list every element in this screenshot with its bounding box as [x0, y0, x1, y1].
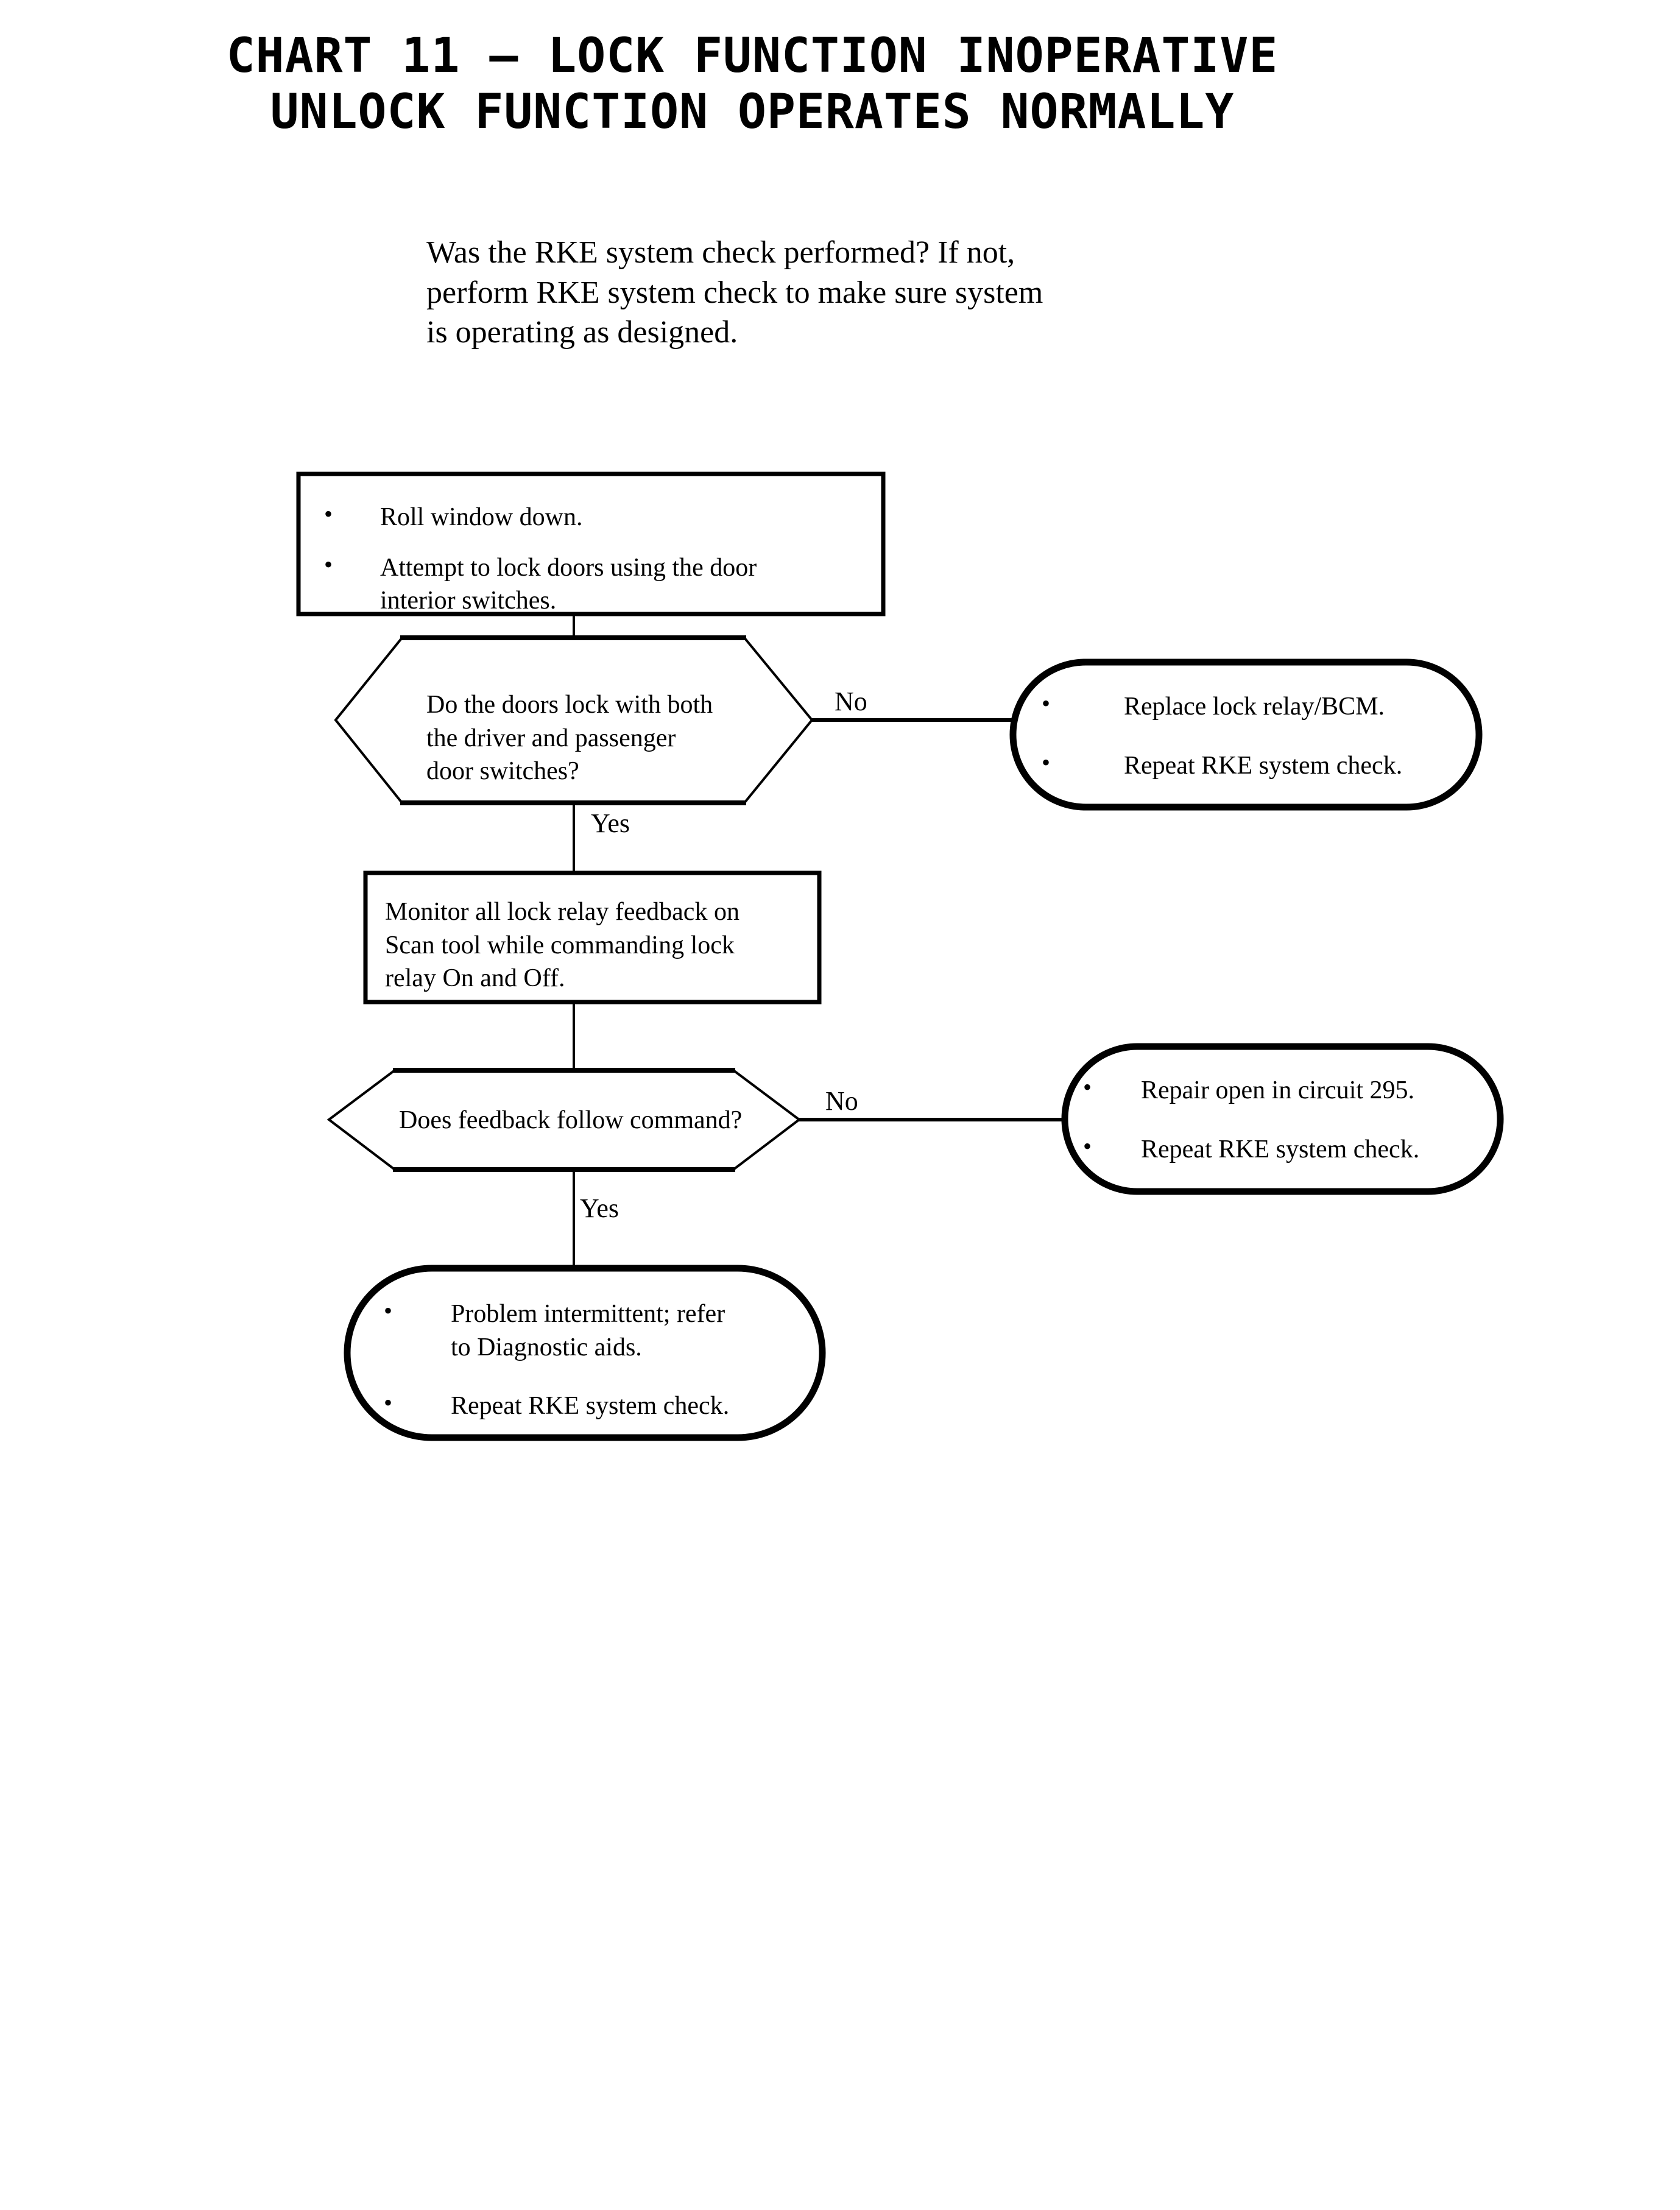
list-item: • Attempt to lock doors using the door i… [324, 551, 872, 618]
decision-hex-1: Do the doors lock with both the driver a… [426, 688, 804, 788]
list-item: • Repeat RKE system check. [1083, 1132, 1497, 1167]
intro-line-3: is operating as designed. [426, 315, 738, 350]
bullet-icon: • [1083, 1073, 1092, 1101]
process-line-2: Scan tool while commanding lock [385, 931, 735, 959]
process-box-1: • Roll window down. • Attempt to lock do… [324, 500, 872, 618]
decision-line-1: Does feedback follow command? [399, 1106, 743, 1134]
list-item-line: Replace lock relay/BCM. [1124, 693, 1385, 721]
edge-label-no-2: No [825, 1086, 858, 1116]
decision-line-1: Do the doors lock with both [426, 691, 713, 719]
terminator-3-shape [344, 1265, 826, 1441]
terminator-1-shape [1009, 658, 1483, 811]
bullet-icon: • [1042, 690, 1051, 717]
bullet-icon: • [324, 550, 333, 578]
process-box-2-shape [363, 870, 822, 1004]
list-item: • Roll window down. [324, 500, 872, 534]
process-line-1: Monitor all lock relay feedback on [385, 898, 739, 926]
list-item: • Problem intermittent; refer to Diagnos… [384, 1297, 810, 1364]
list-item-line: Problem intermittent; refer [451, 1300, 725, 1328]
list-item-line: Repeat RKE system check. [1141, 1135, 1420, 1163]
intro-line-1: Was the RKE system check performed? If n… [426, 235, 1015, 270]
edge-label-no-1: No [835, 687, 867, 716]
bullet-icon: • [384, 1389, 393, 1417]
list-item: • Repeat RKE system check. [1042, 749, 1468, 783]
decision-hex-2: Does feedback follow command? [399, 1104, 777, 1137]
list-item-line: Roll window down. [380, 503, 583, 531]
list-item-line: Repair open in circuit 295. [1141, 1076, 1415, 1104]
title-line-1: CHART 11 – LOCK FUNCTION INOPERATIVE [226, 29, 1279, 83]
terminator-2-shape [1061, 1043, 1504, 1195]
bullet-icon: • [1083, 1132, 1092, 1160]
list-item-line: interior switches. [380, 587, 557, 615]
process-box-2: Monitor all lock relay feedback on Scan … [385, 895, 811, 995]
intro-paragraph: Was the RKE system check performed? If n… [426, 233, 1157, 353]
decision-line-2: the driver and passenger [426, 724, 676, 752]
edge-label-yes-2: Yes [580, 1193, 619, 1223]
intro-line-2: perform RKE system check to make sure sy… [426, 275, 1043, 310]
bullet-icon: • [384, 1297, 393, 1324]
terminator-3: • Problem intermittent; refer to Diagnos… [384, 1297, 810, 1423]
list-item-line: Attempt to lock doors using the door [380, 553, 757, 582]
list-item: • Replace lock relay/BCM. [1042, 690, 1468, 724]
bullet-icon: • [1042, 748, 1051, 776]
terminator-2: • Repair open in circuit 295. • Repeat R… [1083, 1073, 1497, 1167]
list-item-line: Repeat RKE system check. [451, 1392, 730, 1421]
edge-label-yes-1: Yes [591, 808, 630, 838]
list-item: • Repeat RKE system check. [384, 1389, 810, 1423]
list-item-line: to Diagnostic aids. [451, 1333, 642, 1361]
terminator-1: • Replace lock relay/BCM. • Repeat RKE s… [1042, 690, 1468, 782]
decision-line-3: door switches? [426, 757, 579, 786]
title-line-2: UNLOCK FUNCTION OPERATES NORMALLY [270, 85, 1235, 140]
list-item-line: Repeat RKE system check. [1124, 751, 1403, 780]
page-title: CHART 11 – LOCK FUNCTION INOPERATIVE UNL… [0, 28, 1505, 140]
process-line-3: relay On and Off. [385, 964, 565, 993]
list-item: • Repair open in circuit 295. [1083, 1073, 1497, 1107]
process-box-1-shape [296, 471, 886, 616]
bullet-icon: • [324, 500, 333, 528]
